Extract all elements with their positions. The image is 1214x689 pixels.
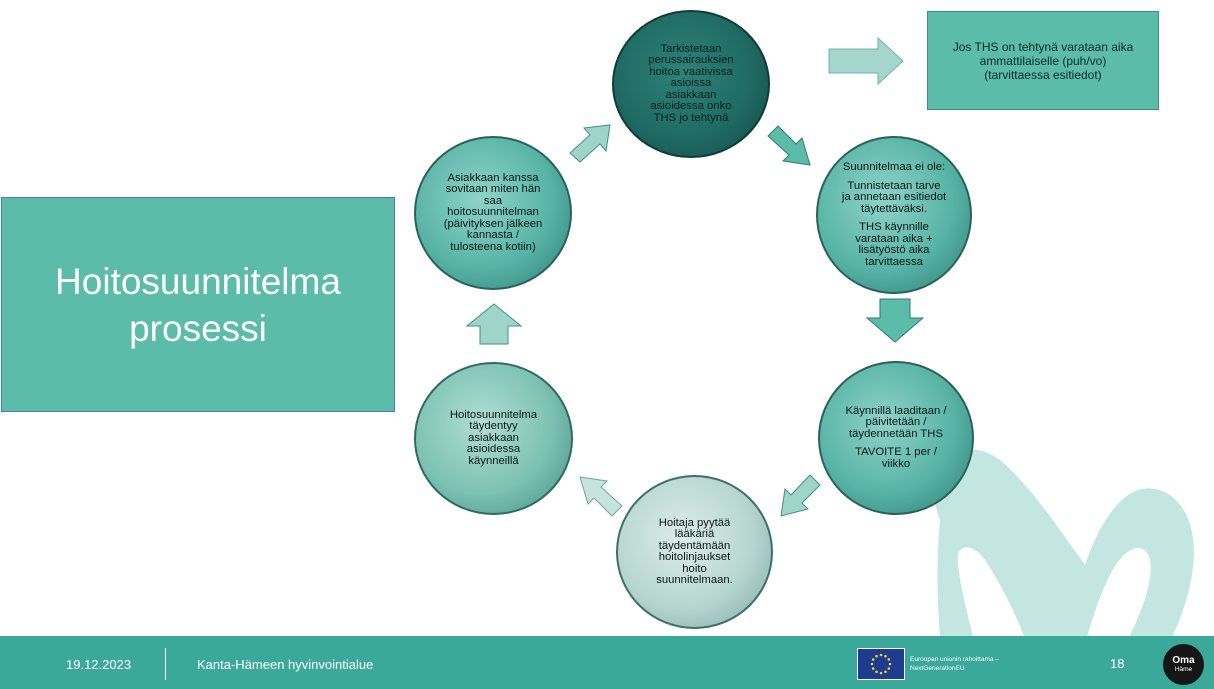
title-line-2: prosessi xyxy=(129,307,267,349)
note-line-2: ammattilaiselle (puh/vo) xyxy=(979,53,1107,68)
step-text: (päivityksen jälkeen xyxy=(443,217,543,230)
arrow-up-icon xyxy=(579,476,623,517)
eu-text-line-2: NextGenerationEU xyxy=(910,665,965,672)
eu-flag-icon xyxy=(857,648,905,680)
footer-organization: Kanta-Hämeen hyvinvointialue xyxy=(197,657,374,672)
step-text: lääkäriä xyxy=(674,528,715,540)
step-text: hoitoa vaativissa xyxy=(649,65,733,78)
step-heading: Suunnitelmaa ei ole: xyxy=(842,161,946,173)
step-text: asiakkaan xyxy=(468,431,519,444)
step-text: tulosteena kotiin) xyxy=(450,240,536,253)
step-no-plan: Suunnitelmaa ei ole: Tunnistetaan tarve … xyxy=(816,136,972,294)
footer-divider xyxy=(165,648,166,680)
logo-text-2: Häme xyxy=(1174,665,1193,673)
step-text: hoitolinjaukset xyxy=(658,551,731,563)
step-text: Hoitaja pyytää xyxy=(658,516,731,529)
title-line-1: Hoitosuunnitelma xyxy=(55,260,341,302)
note-line-3: (tarvittaessa esitiedot) xyxy=(984,67,1102,82)
arrow-up-icon xyxy=(466,303,522,345)
step-text: perussairauksien xyxy=(648,54,734,67)
eu-text-line-1: Euroopan unionin rahoittama – xyxy=(910,656,999,663)
step-text: täytettäväksi. xyxy=(861,202,927,215)
step-text: tarvittaessa xyxy=(865,255,923,268)
step-agree-delivery: Asiakkaan kanssa sovitaan miten hän saa … xyxy=(414,136,572,290)
step-text: saa xyxy=(483,194,503,207)
arrow-down-icon xyxy=(767,125,811,166)
note-box: Jos THS on tehtynä varataan aika ammatti… xyxy=(927,11,1159,110)
step-text: varataan aika + xyxy=(855,232,933,245)
step-text: suunnitelmaan. xyxy=(656,574,733,586)
step-text: Tunnistetaan tarve xyxy=(847,179,941,192)
page-number: 18 xyxy=(1110,656,1125,671)
arrow-down-icon xyxy=(780,474,821,517)
step-text: täydennetään THS xyxy=(849,427,943,440)
logo-text-1: Oma xyxy=(1172,654,1195,666)
step-text: Asiakkaan kanssa xyxy=(447,171,539,184)
step-text: THS jo tehtynä xyxy=(653,111,729,124)
title-box: Hoitosuunnitelma prosessi xyxy=(1,197,395,412)
step-text: sovitaan miten hän xyxy=(445,183,541,196)
step-visit-plan: Käynnillä laaditaan / päivitetään / täyd… xyxy=(818,361,974,515)
step-text: asiakkaan xyxy=(665,88,717,101)
step-text: ja annetaan esitiedot xyxy=(841,191,947,203)
step-text: täydentyy xyxy=(469,420,518,433)
step-doctor-completes: Hoitaja pyytää lääkäriä täydentämään hoi… xyxy=(616,475,773,629)
step-text: Tarkistetaan xyxy=(660,42,722,55)
step-text: Hoitosuunnitelma xyxy=(449,408,538,421)
eu-funding-text: Euroopan unionin rahoittama – NextGenera… xyxy=(910,655,999,673)
step-text: käynneillä xyxy=(468,454,519,467)
step-check-existing-plan: Tarkistetaan perussairauksien hoitoa vaa… xyxy=(612,10,770,158)
arrow-right-icon xyxy=(569,124,611,163)
step-plan-updates: Hoitosuunnitelma täydentyy asiakkaan asi… xyxy=(414,362,573,515)
step-text: hoito xyxy=(682,562,707,575)
step-text: lisätyöstö aika xyxy=(858,244,930,256)
step-text: asioissa xyxy=(670,77,712,90)
oma-hame-logo: Oma Häme xyxy=(1163,644,1204,685)
note-line-1: Jos THS on tehtynä varataan aika xyxy=(952,39,1134,54)
step-text: TAVOITE 1 per / xyxy=(855,446,937,459)
step-text: THS käynnille xyxy=(859,221,929,233)
arrow-right-icon xyxy=(828,37,904,85)
step-text: asioidessa onko xyxy=(650,100,732,113)
step-text: hoitosuunnitelman xyxy=(447,206,539,219)
step-text: Käynnillä laaditaan / xyxy=(845,404,947,417)
footer-bar xyxy=(0,636,1214,689)
step-text: asioidessa xyxy=(466,443,521,456)
arrow-down-icon xyxy=(866,298,924,343)
step-text: kannasta / xyxy=(466,229,520,242)
step-text: päivitetään / xyxy=(865,416,927,429)
footer-date: 19.12.2023 xyxy=(66,657,132,672)
step-text: täydentämään xyxy=(658,539,731,552)
step-text: viikko xyxy=(881,457,911,470)
